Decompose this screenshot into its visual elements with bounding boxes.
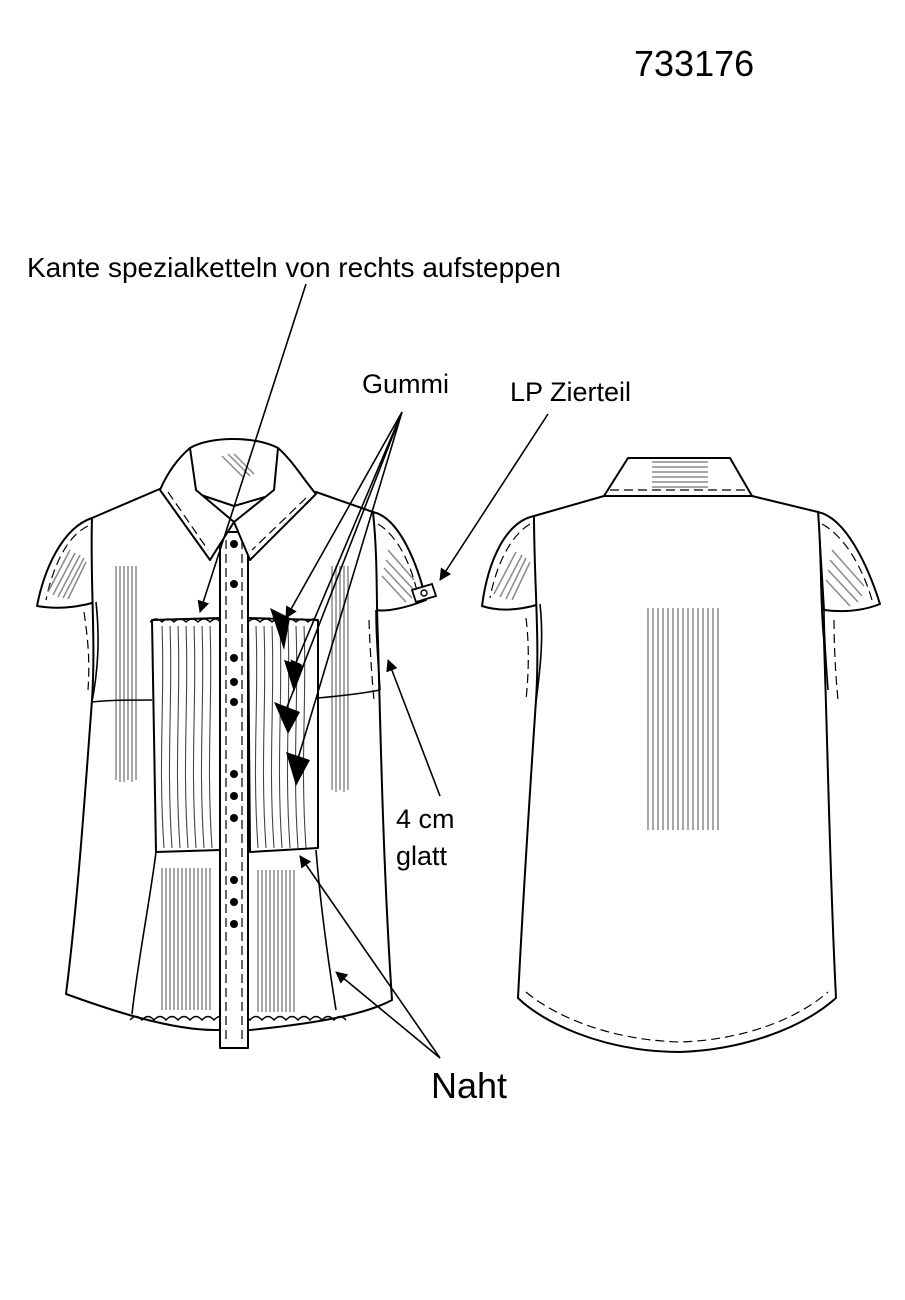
back-left-sleeve-shading <box>493 551 531 601</box>
front-right-pleats <box>254 625 307 849</box>
right-sleeve-shading <box>381 549 415 603</box>
collar-left <box>159 447 235 561</box>
arrow-seam-2 <box>335 971 441 1059</box>
left-sleeve-shading <box>47 549 87 600</box>
arrow-elastic-4 <box>291 411 403 773</box>
arrow-elastic-3 <box>280 411 403 721</box>
back-yoke-shading <box>652 461 708 488</box>
back-right-sleeve <box>817 511 881 613</box>
arrow-seam-1 <box>299 855 441 1059</box>
arrow-decor-part <box>439 413 549 581</box>
arrow-elastic-1 <box>285 411 403 619</box>
label-smooth: glatt <box>396 841 448 871</box>
arrow-smooth <box>386 659 441 797</box>
left-sleeve <box>36 517 97 609</box>
back-right-sleeve-shading <box>825 549 865 607</box>
back-center-shading <box>647 608 719 830</box>
button-placket <box>219 531 249 1049</box>
back-body <box>517 495 837 1053</box>
label-smooth-width: 4 cm <box>396 804 455 834</box>
collar-stand-shading <box>221 453 255 479</box>
collar-right <box>233 447 317 561</box>
label-decor-part: LP Zierteil <box>510 377 632 407</box>
style-number: 733176 <box>634 43 755 84</box>
label-edge-stitch: Kante spezialketteln von rechts aufstepp… <box>27 252 561 283</box>
back-hem-stitch <box>525 991 829 1043</box>
arrow-elastic-2 <box>290 411 403 673</box>
label-elastic: Gummi <box>362 369 449 399</box>
front-view <box>36 438 438 1049</box>
label-seam: Naht <box>431 1065 508 1106</box>
front-left-pleats <box>160 625 213 849</box>
front-panel-seams <box>131 849 337 1015</box>
front-lower-right-shading <box>257 870 295 1012</box>
front-lower-left-shading <box>161 868 211 1010</box>
front-right-pleated-panel <box>247 617 319 853</box>
back-view <box>481 457 881 1053</box>
arrow-edge-stitch <box>197 283 307 613</box>
buttons <box>230 540 238 928</box>
front-left-side-shading <box>115 566 137 782</box>
decor-tab <box>410 582 438 604</box>
leader-lines <box>197 283 549 1059</box>
